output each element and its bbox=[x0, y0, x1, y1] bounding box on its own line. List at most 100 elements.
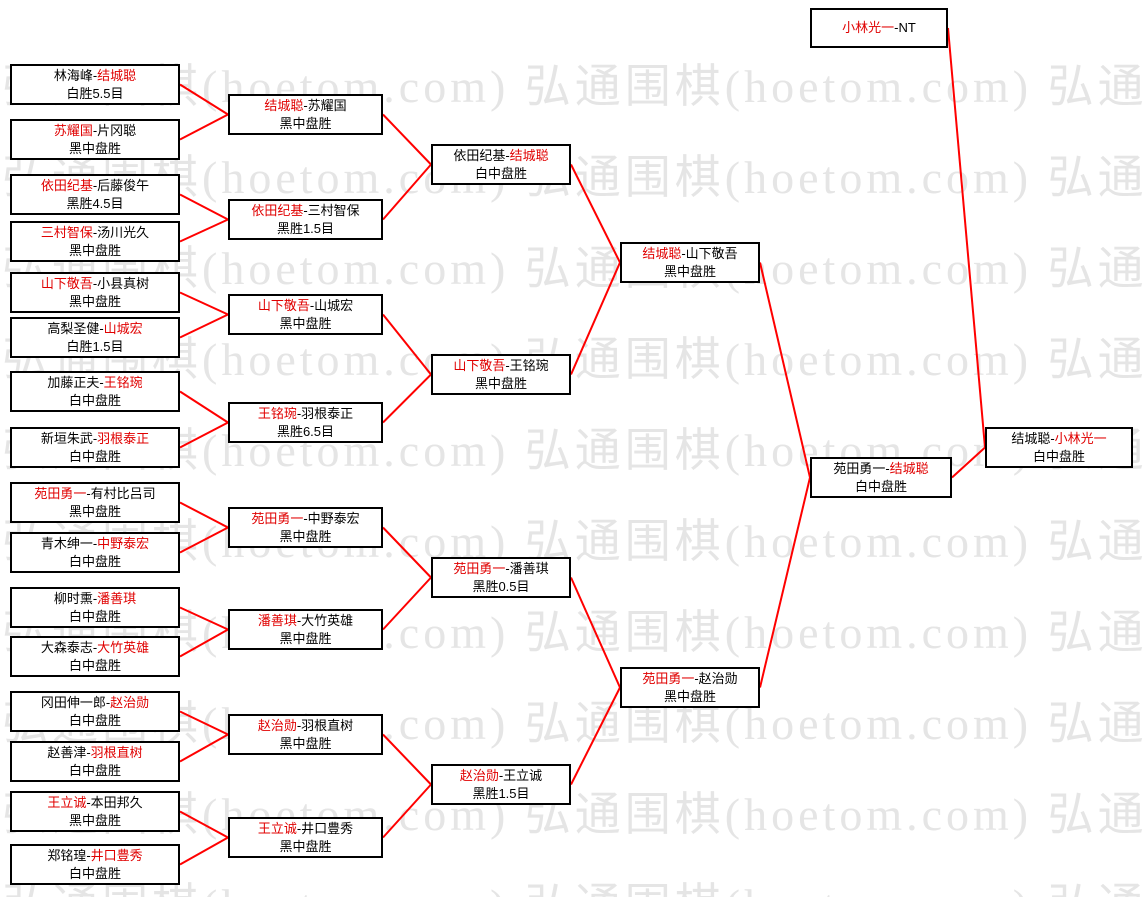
winner-name: 潘善琪 bbox=[257, 612, 297, 628]
watermark-text: 弘通围棋(hoetom.com) 弘通围棋(hoetom.com) 弘通围棋(h… bbox=[2, 334, 1146, 385]
connector-line bbox=[179, 710, 229, 736]
winner-name: 潘善琪 bbox=[97, 590, 137, 606]
winner-name: 山下敬吾 bbox=[453, 357, 506, 373]
match-players: 王铭琬-羽根泰正 bbox=[258, 405, 353, 423]
winner-name: 结城聪 bbox=[264, 97, 304, 113]
match-result: 白中盘胜 bbox=[68, 553, 121, 569]
winner-name: 赵治勋 bbox=[459, 767, 499, 783]
match-box-r2m4[interactable]: 王铭琬-羽根泰正黑胜6.5目 bbox=[228, 402, 383, 443]
match-box-r1m11[interactable]: 柳时熏-潘善琪白中盘胜 bbox=[10, 587, 180, 628]
connector-line bbox=[382, 113, 432, 166]
connector-line bbox=[179, 193, 229, 221]
player-name: -NT bbox=[894, 20, 916, 35]
player-name: -三村智保 bbox=[303, 202, 360, 218]
winner-name: 结城聪 bbox=[509, 147, 549, 163]
match-box-r2m7[interactable]: 赵治勋-羽根直树黑中盘胜 bbox=[228, 714, 383, 755]
winner-name: 苑田勇一 bbox=[251, 510, 304, 526]
match-box-r3m2[interactable]: 山下敬吾-王铭琬黑中盘胜 bbox=[431, 354, 571, 395]
match-result: 白中盘胜 bbox=[474, 165, 527, 181]
match-players: 苏耀国-片冈聪 bbox=[54, 122, 136, 140]
winner-name: 小林光一 bbox=[1054, 430, 1107, 446]
match-result: 黑中盘胜 bbox=[663, 688, 716, 704]
match-box-r2m5[interactable]: 苑田勇一-中野泰宏黑中盘胜 bbox=[228, 507, 383, 548]
match-result: 白中盘胜 bbox=[68, 712, 121, 728]
winner-name: 三村智保 bbox=[40, 224, 93, 240]
match-players: 山下敬吾-小县真树 bbox=[41, 275, 149, 293]
winner-name: 苑田勇一 bbox=[453, 560, 506, 576]
match-players: 新垣朱武-羽根泰正 bbox=[41, 430, 149, 448]
connector-line bbox=[570, 164, 621, 263]
watermark-text: 弘通围棋(hoetom.com) 弘通围棋(hoetom.com) 弘通围棋(h… bbox=[2, 789, 1146, 840]
match-box-r4m1[interactable]: 结城聪-山下敬吾黑中盘胜 bbox=[620, 242, 760, 283]
match-box-r1m12[interactable]: 大森泰志-大竹英雄白中盘胜 bbox=[10, 636, 180, 677]
match-result: 黑中盘胜 bbox=[279, 838, 332, 854]
match-result: 黑中盘胜 bbox=[68, 293, 121, 309]
connector-line bbox=[382, 313, 432, 376]
match-box-seed[interactable]: 小林光一-NT bbox=[810, 8, 948, 48]
match-result: 黑胜1.5目 bbox=[472, 785, 530, 801]
match-players: 赵治勋-羽根直树 bbox=[258, 717, 353, 735]
match-result: 黑胜4.5目 bbox=[66, 195, 124, 211]
match-players: 山下敬吾-山城宏 bbox=[258, 297, 353, 315]
player-name: -井口豊秀 bbox=[296, 820, 354, 836]
match-box-r2m3[interactable]: 山下敬吾-山城宏黑中盘胜 bbox=[228, 294, 383, 335]
winner-name: 依田纪基 bbox=[251, 202, 304, 218]
watermark-text: 弘通围棋(hoetom.com) 弘通围棋(hoetom.com) 弘通围棋(h… bbox=[2, 425, 1146, 476]
match-box-r2m2[interactable]: 依田纪基-三村智保黑胜1.5目 bbox=[228, 199, 383, 240]
watermark-text: 弘通围棋(hoetom.com) 弘通围棋(hoetom.com) 弘通围棋(h… bbox=[2, 698, 1146, 749]
player-name: -山下敬吾 bbox=[681, 245, 738, 261]
match-box-r1m13[interactable]: 冈田伸一郎-赵治勋白中盘胜 bbox=[10, 691, 180, 732]
connector-line bbox=[570, 687, 621, 785]
match-box-r4m2[interactable]: 苑田勇一-赵治勋黑中盘胜 bbox=[620, 667, 760, 708]
match-result: 白中盘胜 bbox=[68, 448, 121, 464]
player-name: 大森泰志- bbox=[40, 639, 98, 655]
match-result: 黑中盘胜 bbox=[663, 263, 716, 279]
match-box-r1m8[interactable]: 新垣朱武-羽根泰正白中盘胜 bbox=[10, 427, 180, 468]
match-box-r1m5[interactable]: 山下敬吾-小县真树黑中盘胜 bbox=[10, 272, 180, 313]
match-box-r1m4[interactable]: 三村智保-汤川光久黑中盘胜 bbox=[10, 221, 180, 262]
match-box-final[interactable]: 结城聪-小林光一白中盘胜 bbox=[985, 427, 1133, 468]
match-box-r1m2[interactable]: 苏耀国-片冈聪黑中盘胜 bbox=[10, 119, 180, 160]
connector-line bbox=[179, 501, 229, 529]
connector-line bbox=[382, 733, 432, 786]
match-box-r3m4[interactable]: 赵治勋-王立诚黑胜1.5目 bbox=[431, 764, 571, 805]
match-box-r2m1[interactable]: 结城聪-苏耀国黑中盘胜 bbox=[228, 94, 383, 135]
match-result: 黑中盘胜 bbox=[279, 735, 332, 751]
match-box-r1m14[interactable]: 赵善津-羽根直树白中盘胜 bbox=[10, 741, 180, 782]
player-name: 高梨圣健- bbox=[47, 320, 104, 336]
match-box-r5m1[interactable]: 苑田勇一-结城聪白中盘胜 bbox=[810, 457, 952, 498]
match-box-r1m3[interactable]: 依田纪基-后藤俊午黑胜4.5目 bbox=[10, 174, 180, 215]
match-players: 山下敬吾-王铭琬 bbox=[453, 357, 548, 375]
watermark-text: 弘通围棋(hoetom.com) 弘通围棋(hoetom.com) 弘通围棋(h… bbox=[2, 152, 1146, 203]
match-box-r2m6[interactable]: 潘善琪-大竹英雄黑中盘胜 bbox=[228, 609, 383, 650]
connector-line bbox=[179, 421, 229, 449]
winner-name: 王铭琬 bbox=[257, 405, 297, 421]
match-box-r3m1[interactable]: 依田纪基-结城聪白中盘胜 bbox=[431, 144, 571, 185]
match-result: 白中盘胜 bbox=[68, 865, 121, 881]
match-box-r1m7[interactable]: 加藤正夫-王铭琬白中盘胜 bbox=[10, 371, 180, 412]
match-box-r1m15[interactable]: 王立诚-本田邦久黑中盘胜 bbox=[10, 791, 180, 832]
player-name: -片冈聪 bbox=[92, 122, 137, 138]
match-result: 白中盘胜 bbox=[68, 392, 121, 408]
player-name: -潘善琪 bbox=[505, 560, 549, 576]
match-box-r1m10[interactable]: 青木绅一-中野泰宏白中盘胜 bbox=[10, 532, 180, 573]
match-result: 黑中盘胜 bbox=[279, 115, 332, 131]
match-result: 白中盘胜 bbox=[68, 762, 121, 778]
match-box-r1m1[interactable]: 林海峰-结城聪白胜5.5目 bbox=[10, 64, 180, 105]
winner-name: 王立诚 bbox=[257, 820, 297, 836]
match-players: 林海峰-结城聪 bbox=[54, 67, 136, 85]
match-box-r3m3[interactable]: 苑田勇一-潘善琪黑胜0.5目 bbox=[431, 557, 571, 598]
winner-name: 结城聪 bbox=[889, 460, 929, 476]
connector-line bbox=[382, 576, 432, 631]
match-box-r1m6[interactable]: 高梨圣健-山城宏白胜1.5目 bbox=[10, 317, 180, 358]
connector-line bbox=[179, 291, 229, 316]
match-box-r1m9[interactable]: 苑田勇一-有村比吕司黑中盘胜 bbox=[10, 482, 180, 523]
player-name: 加藤正夫- bbox=[47, 374, 104, 390]
match-box-r1m16[interactable]: 郑铭瑝-井口豊秀白中盘胜 bbox=[10, 844, 180, 885]
match-players: 结城聪-山下敬吾 bbox=[642, 245, 737, 263]
match-box-r2m8[interactable]: 王立诚-井口豊秀黑中盘胜 bbox=[228, 817, 383, 858]
player-name: -中野泰宏 bbox=[303, 510, 360, 526]
